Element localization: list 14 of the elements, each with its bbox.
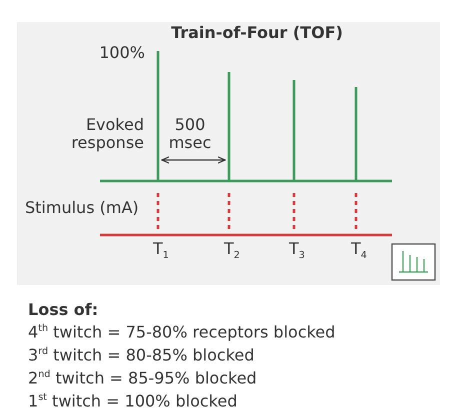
chart-title: Train-of-Four (TOF) — [171, 24, 343, 42]
note-line: 4$^{th}$ twitch = 75-80% receptors blocked — [28, 323, 336, 342]
axis-label: 100% — [99, 44, 145, 62]
note-line: 1$^{st}$ twitch = 100% blocked — [28, 392, 238, 411]
axis-label: Evoked response — [70, 116, 144, 153]
heading: Loss of: — [28, 301, 98, 320]
note-line: 3$^{rd}$ twitch = 80-85% blocked — [28, 346, 254, 365]
pulse-label: T$_{3}$ — [289, 240, 305, 262]
pulse-label: T$_{4}$ — [351, 240, 367, 262]
pulse-label: T$_{1}$ — [153, 240, 169, 262]
axis-label: Stimulus (mA) — [25, 199, 139, 218]
pulse-label: T$_{2}$ — [224, 240, 240, 262]
interval-label: 500 msec — [168, 116, 212, 153]
note-line: 2$^{nd}$ twitch = 85-95% blocked — [28, 369, 257, 388]
